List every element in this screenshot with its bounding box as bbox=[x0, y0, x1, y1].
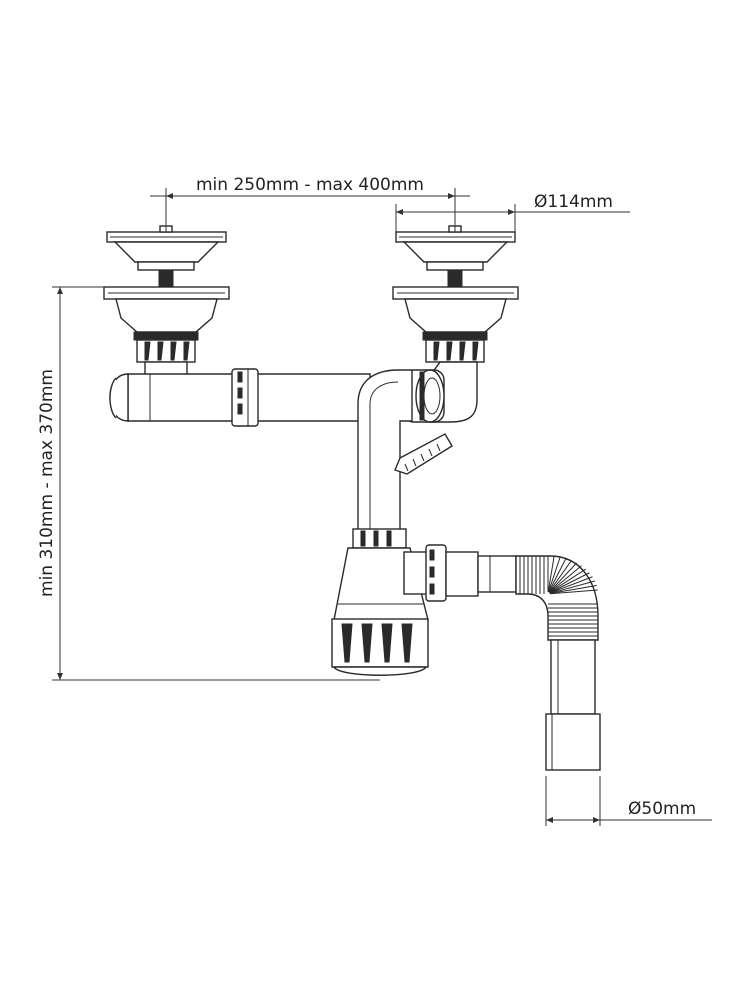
right-strainer-assembly bbox=[392, 225, 519, 363]
bottle-trap bbox=[331, 528, 429, 676]
dimension-outlet-diameter: Ø50mm bbox=[545, 776, 712, 826]
right-strainer-body bbox=[392, 286, 519, 363]
horizontal-connecting-pipe bbox=[109, 368, 371, 427]
outlet-diameter-label: Ø50mm bbox=[628, 799, 696, 819]
left-strainer-body bbox=[103, 286, 230, 377]
basket-spacing-label: min 250mm - max 400mm bbox=[196, 175, 424, 195]
dimension-height: min 310mm - max 370mm bbox=[37, 286, 380, 681]
dimension-basket-diameter: Ø114mm bbox=[395, 192, 630, 232]
dimension-basket-spacing: min 250mm - max 400mm bbox=[150, 175, 470, 232]
vertical-tailpiece bbox=[357, 369, 453, 532]
left-strainer-assembly bbox=[103, 225, 230, 377]
right-elbow-connector bbox=[403, 361, 478, 423]
height-range-label: min 310mm - max 370mm bbox=[37, 369, 57, 597]
flexible-corrugated-hose bbox=[515, 555, 599, 641]
outlet-tail-pipe bbox=[545, 639, 601, 771]
right-strainer-plug bbox=[395, 225, 516, 287]
basket-diameter-label: Ø114mm bbox=[534, 192, 613, 212]
side-outlet-pipe bbox=[403, 544, 517, 602]
left-strainer-plug bbox=[106, 225, 227, 287]
